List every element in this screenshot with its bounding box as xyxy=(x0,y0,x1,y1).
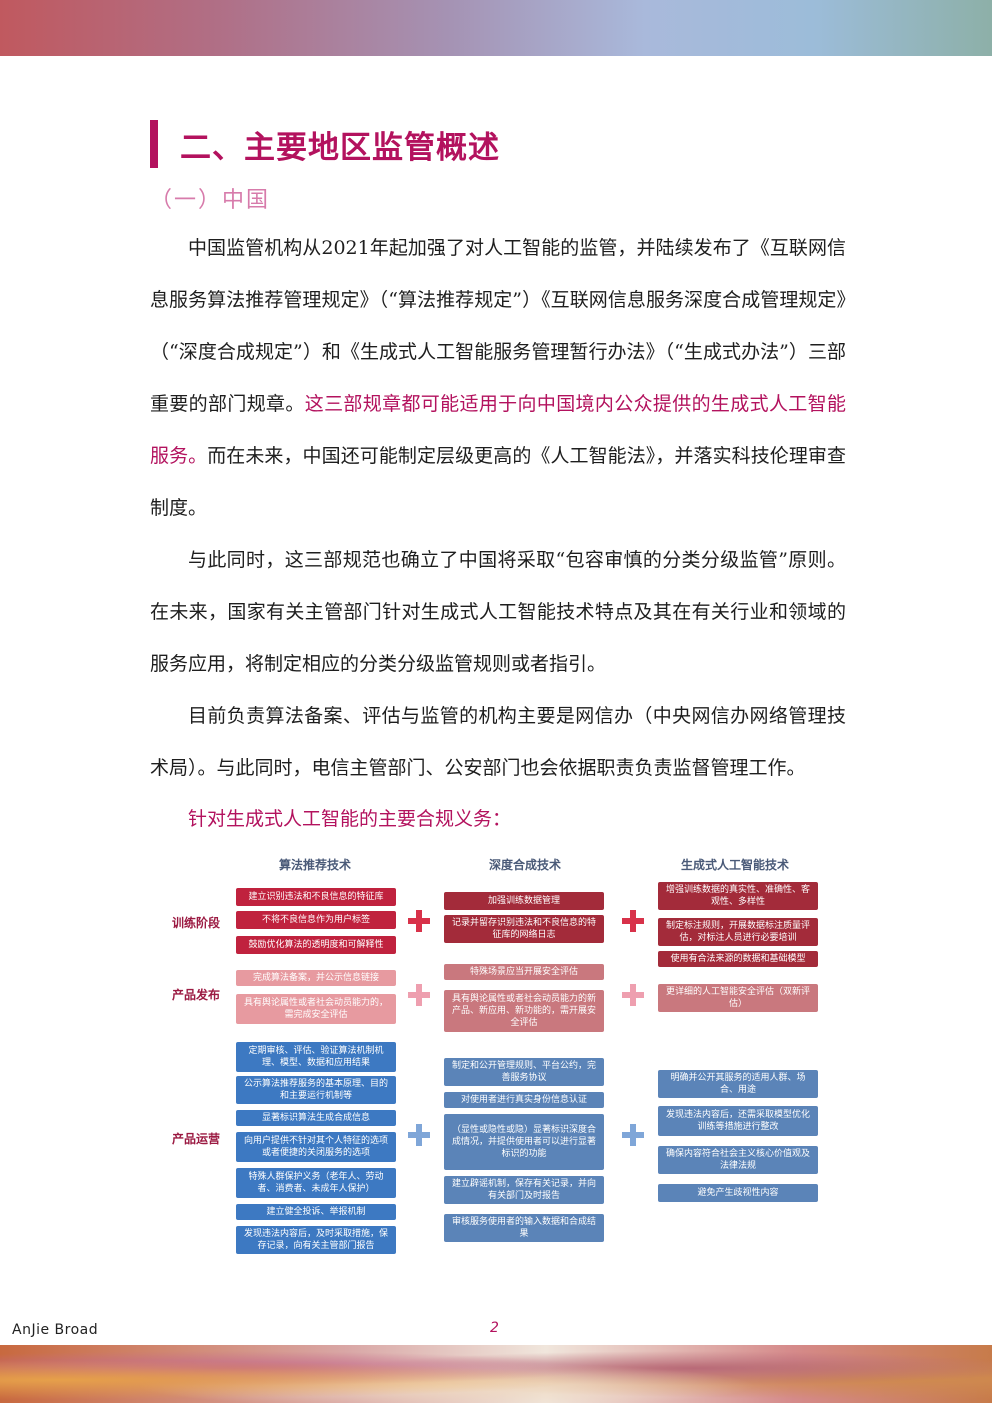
operation-deep-item: 对使用者进行真实身份信息认证 xyxy=(444,1092,604,1108)
operation-gen-item: 发现违法内容后，还需采取模型优化训练等措施进行整改 xyxy=(658,1106,818,1136)
operation-algo-item: 公示算法推荐服务的基本原理、目的和主要运行机制等 xyxy=(236,1076,396,1104)
operation-algo-item: 特殊人群保护义务（老年人、劳动者、消费者、未成年人保护） xyxy=(236,1168,396,1198)
operation-gen-item: 明确并公开其服务的适用人群、场合、用途 xyxy=(658,1070,818,1098)
operation-gen-item: 避免产生歧视性内容 xyxy=(658,1184,818,1202)
training-deep-item: 加强训练数据管理 xyxy=(444,892,604,910)
operation-algo-item: 显著标识算法生成合成信息 xyxy=(236,1110,396,1126)
operation-algo-item: 向用户提供不针对其个人特征的选项或者便捷的关闭服务的选项 xyxy=(236,1132,396,1162)
column-header-deep: 深度合成技术 xyxy=(488,858,561,872)
operation-algo-item: 发现违法内容后，及时采取措施，保存记录，向有关主管部门报告 xyxy=(236,1226,396,1254)
release-algo-item: 具有舆论属性或者社会动员能力的，需完成安全评估 xyxy=(236,994,396,1024)
release-algo-item: 完成算法备案，并公示信息链接 xyxy=(236,970,396,986)
obligations-title: 针对生成式人工智能的主要合规义务： xyxy=(188,808,512,830)
paragraph-3: 目前负责算法备案、评估与监管的机构主要是网信办（中央网信办网络管理技术局）。与此… xyxy=(150,705,846,779)
column-header-gen: 生成式人工智能技术 xyxy=(680,858,789,872)
column-header-algo: 算法推荐技术 xyxy=(278,858,351,872)
plus-icon xyxy=(408,984,430,1006)
operation-deep-item: 建立辟谣机制，保存有关记录，并向有关部门及时报告 xyxy=(444,1176,604,1204)
training-deep-item: 记录并留存识别违法和不良信息的特征库的网络日志 xyxy=(444,915,604,943)
page-number: 2 xyxy=(490,1320,499,1336)
plus-icon xyxy=(408,910,430,932)
release-gen-item: 更详细的人工智能安全评估（双新评估） xyxy=(658,984,818,1012)
bottom-decorative-band xyxy=(0,1345,992,1403)
row-label-training: 训练阶段 xyxy=(172,916,221,930)
release-deep-item: 具有舆论属性或者社会动员能力的新产品、新应用、新功能的，需开展安全评估 xyxy=(444,990,604,1032)
operation-algo-item: 定期审核、评估、验证算法机制机理、模型、数据和应用结果 xyxy=(236,1042,396,1072)
sub-title: （一）中国 xyxy=(150,188,271,213)
operation-algo-item: 建立健全投诉、举报机制 xyxy=(236,1204,396,1220)
training-gen-item: 增强训练数据的真实性、准确性、客观性、多样性 xyxy=(658,882,818,910)
training-gen-item: 制定标注规则，开展数据标注质量评估，对标注人员进行必要培训 xyxy=(658,918,818,946)
training-gen-item: 使用有合法来源的数据和基础模型 xyxy=(658,951,818,967)
title-accent-bar xyxy=(150,120,158,168)
paragraph-2: 与此同时，这三部规范也确立了中国将采取“包容审慎的分类分级监管”原则。在未来，国… xyxy=(150,549,846,675)
footer-brand-logo: AnJie Broad xyxy=(12,1322,99,1338)
paragraph-1-highlight: 这三部规章都可能适用于向中国境内公众提供的生成式人工智能服务。 xyxy=(150,393,846,467)
operation-deep-item: （显性或隐性或隐）显著标识深度合成情况，并提供使用者可以进行显著标识的功能 xyxy=(444,1114,604,1170)
plus-icon xyxy=(408,1124,430,1146)
paragraph-1-b: 而在未来，中国还可能制定层级更高的《人工智能法》，并落实科技伦理审查制度。 xyxy=(150,445,846,519)
top-decorative-band xyxy=(0,0,992,56)
plus-icon xyxy=(622,910,644,932)
operation-gen-item: 确保内容符合社会主义核心价值观及法律法规 xyxy=(658,1146,818,1174)
operation-deep-item: 审核服务使用者的输入数据和合成结果 xyxy=(444,1214,604,1242)
release-deep-item: 特殊场景应当开展安全评估 xyxy=(444,964,604,980)
training-algo-item: 建立识别违法和不良信息的特征库 xyxy=(236,888,396,906)
plus-icon xyxy=(622,984,644,1006)
operation-deep-item: 制定和公开管理规则、平台公约，完善服务协议 xyxy=(444,1058,604,1086)
training-algo-item: 鼓励优化算法的透明度和可解释性 xyxy=(236,936,396,954)
paragraph-1-a: 中国监管机构从2021年起加强了对人工智能的监管，并陆续发布了《互联网信息服务算… xyxy=(150,237,846,415)
section-title: 二、主要地区监管概述 xyxy=(150,120,500,168)
compliance-diagram: 算法推荐技术 深度合成技术 生成式人工智能技术 训练阶段 产品发布 产品运营 建… xyxy=(160,848,840,1268)
paragraph-1: 中国监管机构从2021年起加强了对人工智能的监管，并陆续发布了《互联网信息服务算… xyxy=(150,222,846,534)
section-title-text: 二、主要地区监管概述 xyxy=(180,129,500,166)
training-algo-item: 不将不良信息作为用户标签 xyxy=(236,911,396,929)
row-label-operation: 产品运营 xyxy=(172,1132,221,1146)
plus-icon xyxy=(622,1124,644,1146)
row-label-release: 产品发布 xyxy=(172,988,221,1002)
